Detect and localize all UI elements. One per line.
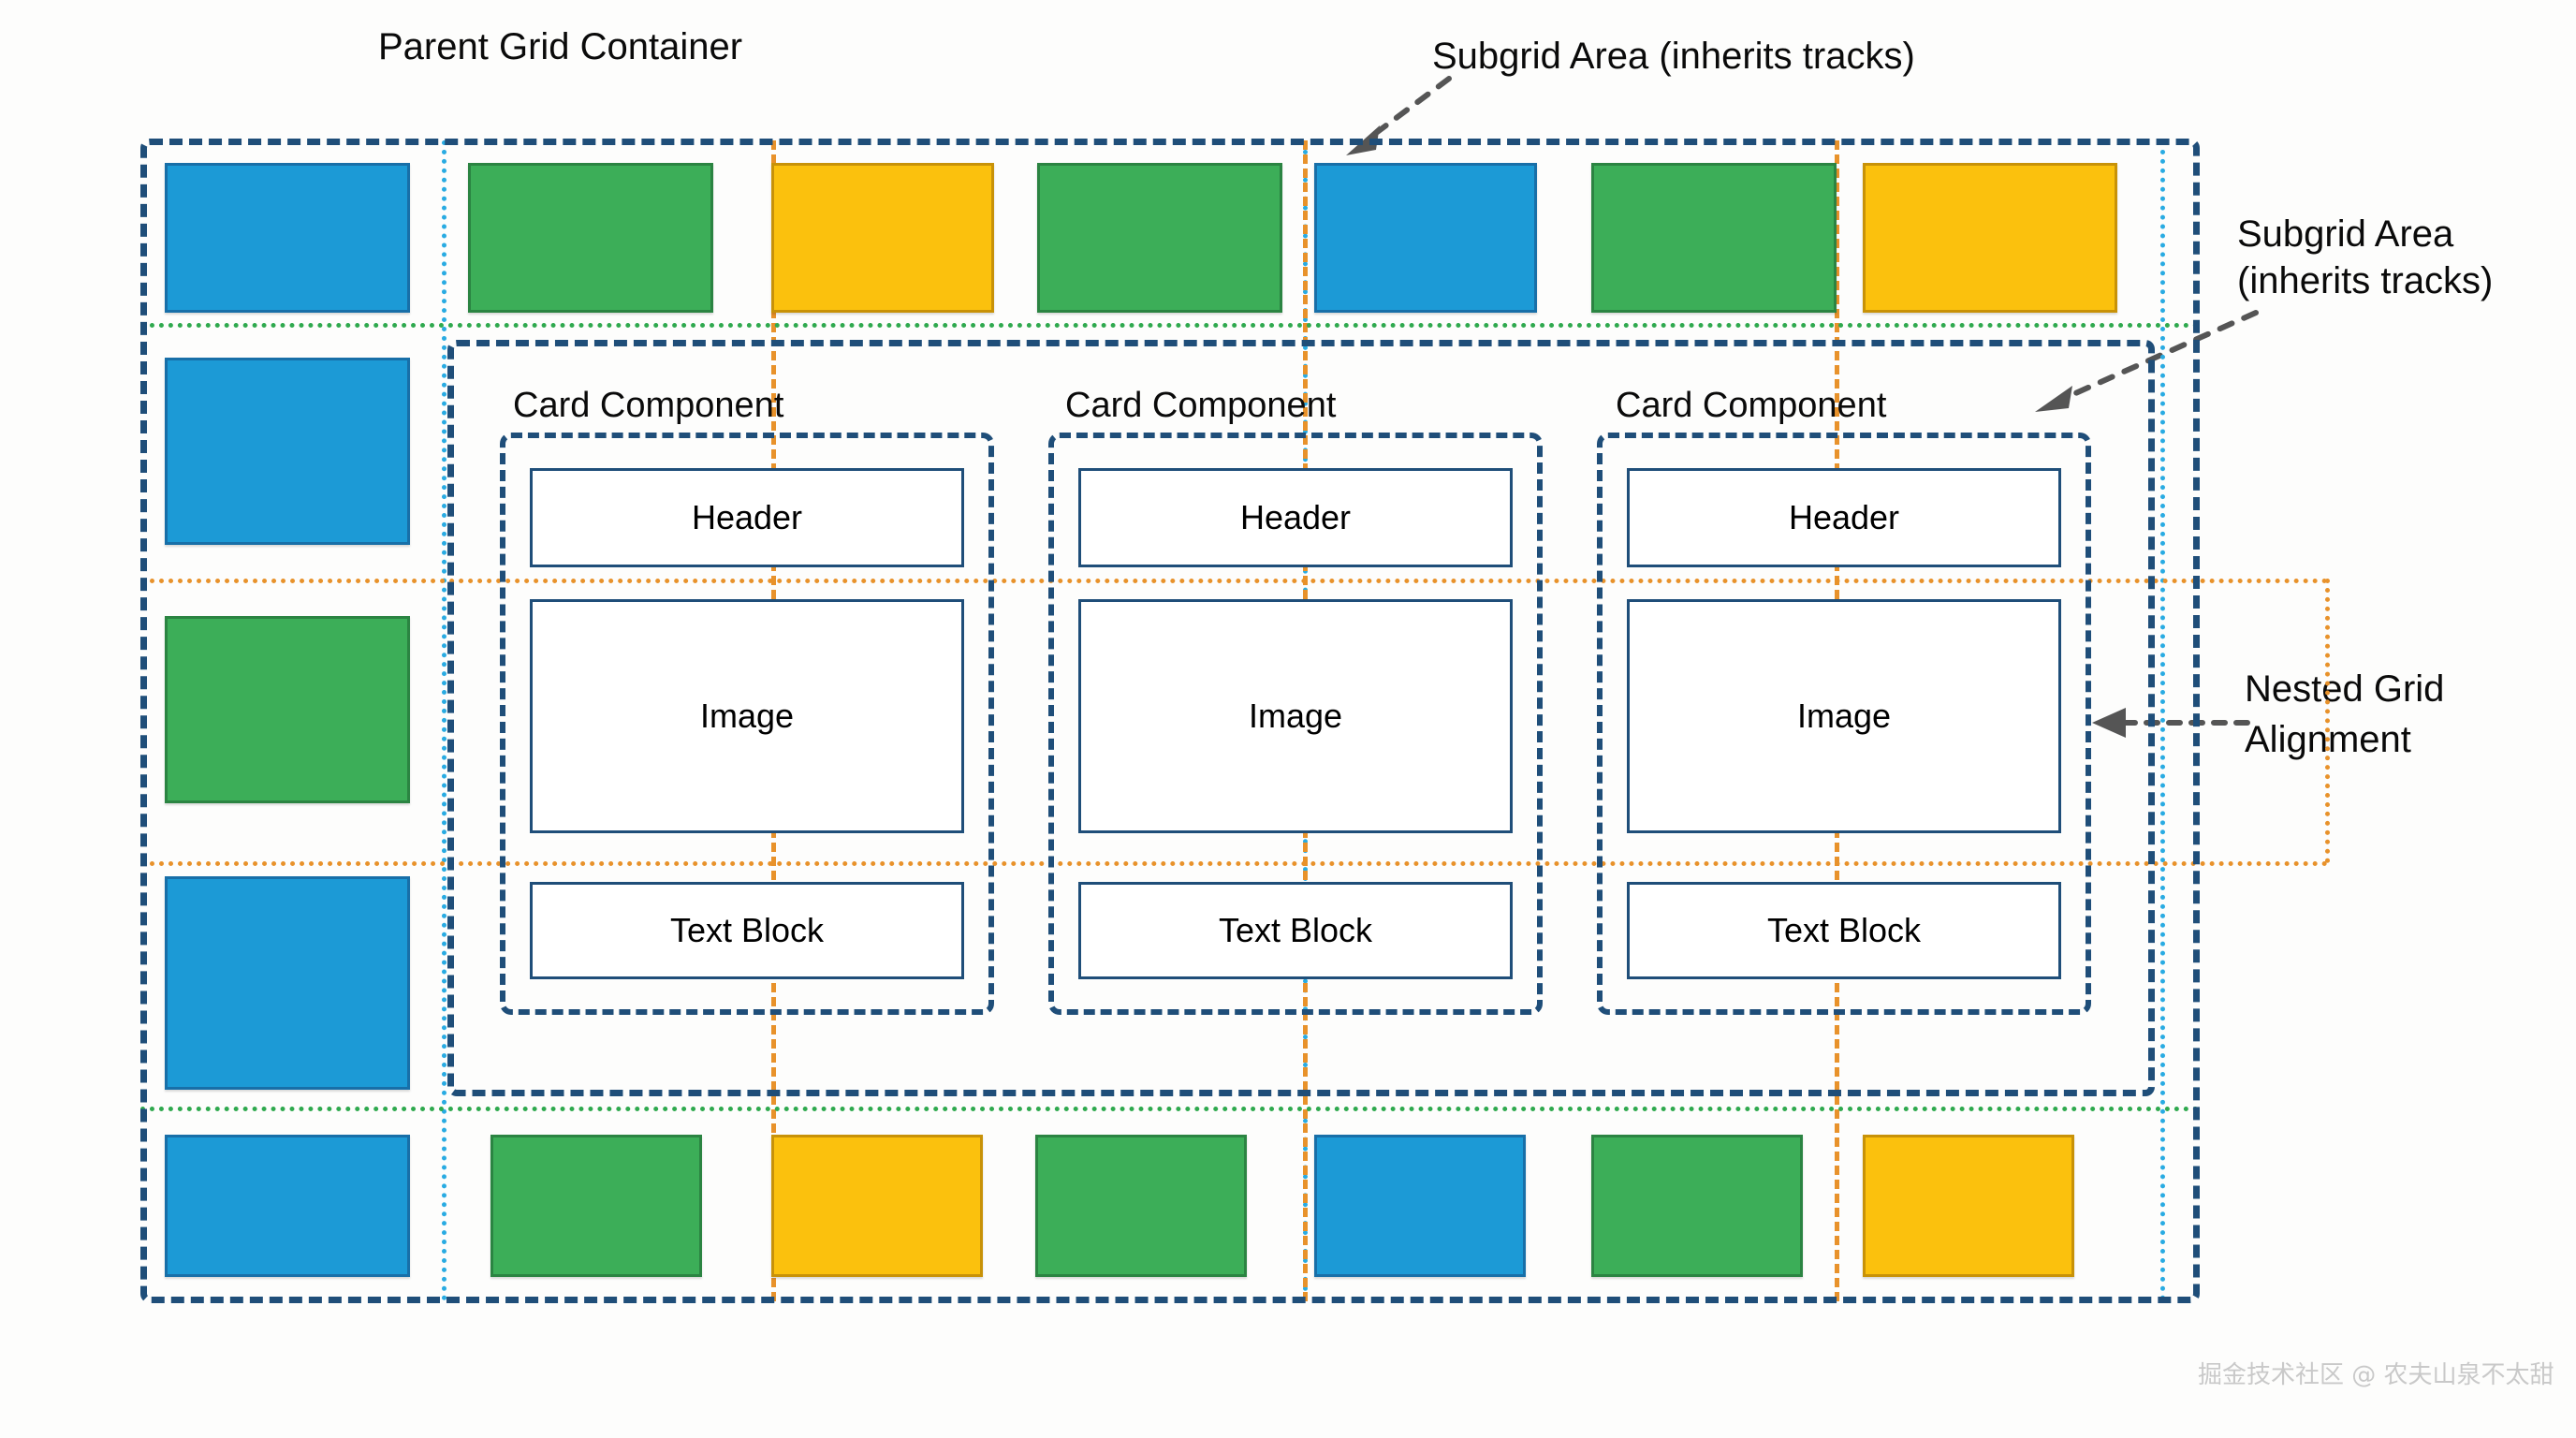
grid-block-left-3 (165, 876, 410, 1090)
card-cell-image-2: Image (1078, 599, 1513, 833)
guide-column-cyan-1 (442, 140, 446, 1301)
card-cell-text-2: Text Block (1078, 882, 1513, 979)
annotation-subgrid-top: Subgrid Area (inherits tracks) (1432, 36, 1915, 77)
grid-block-bottom-2 (490, 1135, 702, 1277)
grid-block-bottom-7 (1863, 1135, 2074, 1277)
grid-block-top-2 (468, 163, 713, 313)
guide-nested-right-connector (2325, 579, 2330, 863)
grid-block-top-5 (1314, 163, 1537, 313)
annotation-subgrid-right-line2: (inherits tracks) (2237, 260, 2494, 301)
card-cell-text-3: Text Block (1627, 882, 2061, 979)
grid-block-left-2 (165, 616, 410, 803)
grid-block-bottom-3 (771, 1135, 983, 1277)
grid-block-top-6 (1591, 163, 1837, 313)
grid-block-top-3 (771, 163, 994, 313)
grid-block-left-1 (165, 358, 410, 545)
guide-nested-row-top (140, 579, 2329, 583)
card-cell-image-3: Image (1627, 599, 2061, 833)
card-title-2: Card Component (1065, 386, 1337, 425)
watermark: 掘金技术社区 @ 农夫山泉不太甜 (2198, 1361, 2554, 1389)
card-component-3 (1597, 433, 2091, 1015)
grid-block-bottom-5 (1314, 1135, 1526, 1277)
grid-block-top-1 (165, 163, 410, 313)
card-title-3: Card Component (1616, 386, 1887, 425)
grid-block-bottom-1 (165, 1135, 410, 1277)
grid-block-top-7 (1863, 163, 2117, 313)
card-component-1 (500, 433, 994, 1015)
page-title: Parent Grid Container (378, 26, 743, 67)
guide-nested-row-bottom (140, 861, 2329, 866)
grid-block-bottom-4 (1035, 1135, 1247, 1277)
card-cell-header-2: Header (1078, 468, 1513, 567)
grid-block-bottom-6 (1591, 1135, 1803, 1277)
grid-block-top-4 (1037, 163, 1282, 313)
card-cell-image-1: Image (530, 599, 964, 833)
annotation-nested-line1: Nested Grid (2245, 668, 2445, 710)
card-cell-text-1: Text Block (530, 882, 964, 979)
guide-column-cyan-3 (2160, 140, 2165, 1301)
subgrid-area (447, 340, 2155, 1096)
card-title-1: Card Component (513, 386, 784, 425)
parent-grid-container (140, 139, 2200, 1303)
card-component-2 (1048, 433, 1543, 1015)
card-cell-header-1: Header (530, 468, 964, 567)
guide-row-green-1 (140, 323, 2200, 328)
card-cell-header-3: Header (1627, 468, 2061, 567)
guide-row-green-2 (140, 1107, 2200, 1111)
annotation-subgrid-right-line1: Subgrid Area (2237, 213, 2454, 255)
